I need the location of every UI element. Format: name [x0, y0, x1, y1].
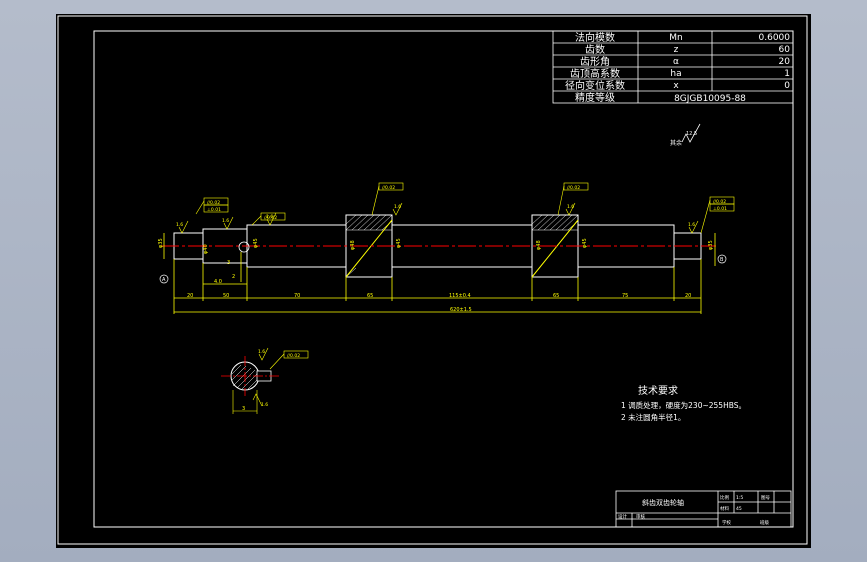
accuracy-value: 8GJGB10095-88: [674, 94, 746, 104]
param-symbol-4: x: [673, 81, 679, 91]
rough-label-4: 1.6: [688, 222, 695, 228]
part-name: 斜齿双齿轮轴: [642, 498, 684, 507]
param-value-2: 20: [779, 57, 791, 67]
datum-a-circle: [159, 274, 169, 284]
gear-parameter-text: 法向模数 Mn 0.6000 齿数 z 60 齿形角 α 20 齿顶高系数 ha…: [565, 31, 790, 104]
dim-dia-3: φ48: [350, 240, 356, 250]
dim-dia-6: φ45: [582, 238, 588, 248]
tolerance-text: //0.02 ⊥0.01 //0.02 //0.02 //0.02 //0.02…: [207, 185, 727, 359]
pin-hole: [238, 241, 250, 253]
dim-keyway-0: 4.0: [214, 279, 222, 285]
dim-dia-1: φ40: [203, 244, 209, 254]
keyway-section-view: 3: [221, 356, 281, 414]
roughness-note-value: 12.5: [686, 131, 697, 137]
tolerance-frames: [195, 182, 735, 370]
rough-label-6: 1.6: [261, 402, 268, 408]
tech-item-0: 1 调质处理，硬度为230~255HBS。: [621, 400, 746, 410]
rough-label-7: 1.6: [266, 214, 273, 220]
dim-keyway-2: 3: [227, 260, 230, 266]
tb-cell-0: 比例: [720, 494, 729, 501]
designer-label: 设计: [618, 513, 627, 520]
datum-b-circle: [717, 254, 727, 264]
rough-label-0: 1.6: [176, 222, 183, 228]
designer-value: 审核: [636, 513, 645, 520]
param-name-3: 齿顶高系数: [570, 67, 620, 80]
roughness-text: 1.6 1.6 1.6 1.6 1.6 1.6 1.6 1.6: [176, 204, 695, 408]
inner-border: [93, 30, 794, 528]
dim-keyway-1: 2: [232, 274, 235, 280]
param-symbol-3: ha: [670, 69, 681, 79]
dim-dia-5: φ48: [536, 240, 542, 250]
title-block: [615, 490, 792, 528]
dim-dia-4: φ45: [396, 238, 402, 248]
tol-label-3: //0.02: [382, 185, 395, 191]
param-symbol-0: Mn: [669, 33, 682, 43]
tech-title: 技术要求: [638, 384, 678, 397]
roughness-note-label: 其余: [670, 139, 682, 147]
param-value-1: 60: [779, 45, 791, 55]
dim-bottom-3: 65: [367, 293, 373, 299]
tol-label-6: ⊥0.01: [713, 206, 727, 212]
roughness-symbols: [178, 202, 699, 407]
tb-cell-3: 45: [736, 506, 742, 512]
rough-label-5: 1.6: [258, 349, 265, 355]
tol-label-2: //0.02: [264, 215, 277, 221]
dim-total: 620±1.5: [450, 307, 472, 313]
dim-bottom-4: 115±0.4: [449, 293, 471, 299]
unit-label: 学校: [722, 519, 731, 526]
gear-hatching: [345, 214, 579, 278]
param-name-2: 齿形角: [580, 56, 610, 68]
tol-label-1: ⊥0.01: [207, 207, 221, 213]
tb-cell-1: 1:5: [736, 495, 743, 501]
param-symbol-2: α: [673, 57, 679, 67]
datum-b-label: B: [720, 257, 724, 263]
other-roughness-note: 其余 12.5: [670, 123, 701, 147]
rough-label-1: 1.6: [222, 218, 229, 224]
dimension-lines: [163, 233, 716, 314]
dim-bottom-1: 50: [223, 293, 229, 299]
param-value-3: 1: [784, 69, 790, 79]
outer-border: [57, 15, 808, 545]
sheet-label: 班级: [760, 519, 769, 526]
section-width-label: 3: [242, 406, 245, 412]
dimension-text: 20 50 70 65 115±0.4 65 75 20 620±1.5 4.0…: [158, 238, 714, 313]
param-value-0: 0.6000: [759, 33, 791, 43]
dim-bottom-7: 20: [685, 293, 691, 299]
dim-bottom-2: 70: [294, 293, 300, 299]
tol-label-7: //0.02: [287, 353, 300, 359]
dim-bottom-5: 65: [553, 293, 559, 299]
param-symbol-1: z: [674, 45, 679, 55]
rough-label-3: 1.6: [567, 204, 574, 210]
dim-bottom-6: 75: [622, 293, 628, 299]
datum-a-label: A: [162, 277, 166, 283]
param-name-4: 径向变位系数: [565, 79, 625, 92]
datum-markers: A B: [159, 254, 727, 284]
accuracy-name: 精度等级: [575, 91, 615, 104]
cad-viewport[interactable]: 法向模数 Mn 0.6000 齿数 z 60 齿形角 α 20 齿顶高系数 ha…: [56, 14, 811, 548]
technical-requirements: 技术要求 1 调质处理，硬度为230~255HBS。 2 未注圆角半径1。: [621, 384, 746, 422]
dim-bottom-0: 20: [187, 293, 193, 299]
helix-lines: [345, 219, 579, 278]
tol-label-4: //0.02: [567, 185, 580, 191]
dim-dia-7: φ35: [708, 240, 714, 250]
param-name-1: 齿数: [585, 43, 605, 56]
tb-cell-2: 材料: [720, 505, 729, 512]
dim-dia-0: φ35: [158, 238, 164, 248]
param-value-4: 0: [784, 81, 790, 91]
rough-label-2: 1.6: [394, 204, 401, 210]
dim-dia-2: φ45: [253, 238, 259, 248]
shaft-drawing: 法向模数 Mn 0.6000 齿数 z 60 齿形角 α 20 齿顶高系数 ha…: [57, 15, 808, 545]
gear-parameter-table: [552, 30, 794, 104]
tech-item-1: 2 未注圆角半径1。: [621, 412, 685, 422]
title-block-text: 斜齿双齿轮轴 比例 1:5 材料 45 图号 设计 审核 学校 班级: [618, 494, 770, 526]
tol-label-5: //0.02: [713, 199, 726, 205]
tb-cell-4: 图号: [761, 495, 770, 501]
param-name-0: 法向模数: [575, 31, 615, 44]
tol-label-0: //0.02: [207, 200, 220, 206]
